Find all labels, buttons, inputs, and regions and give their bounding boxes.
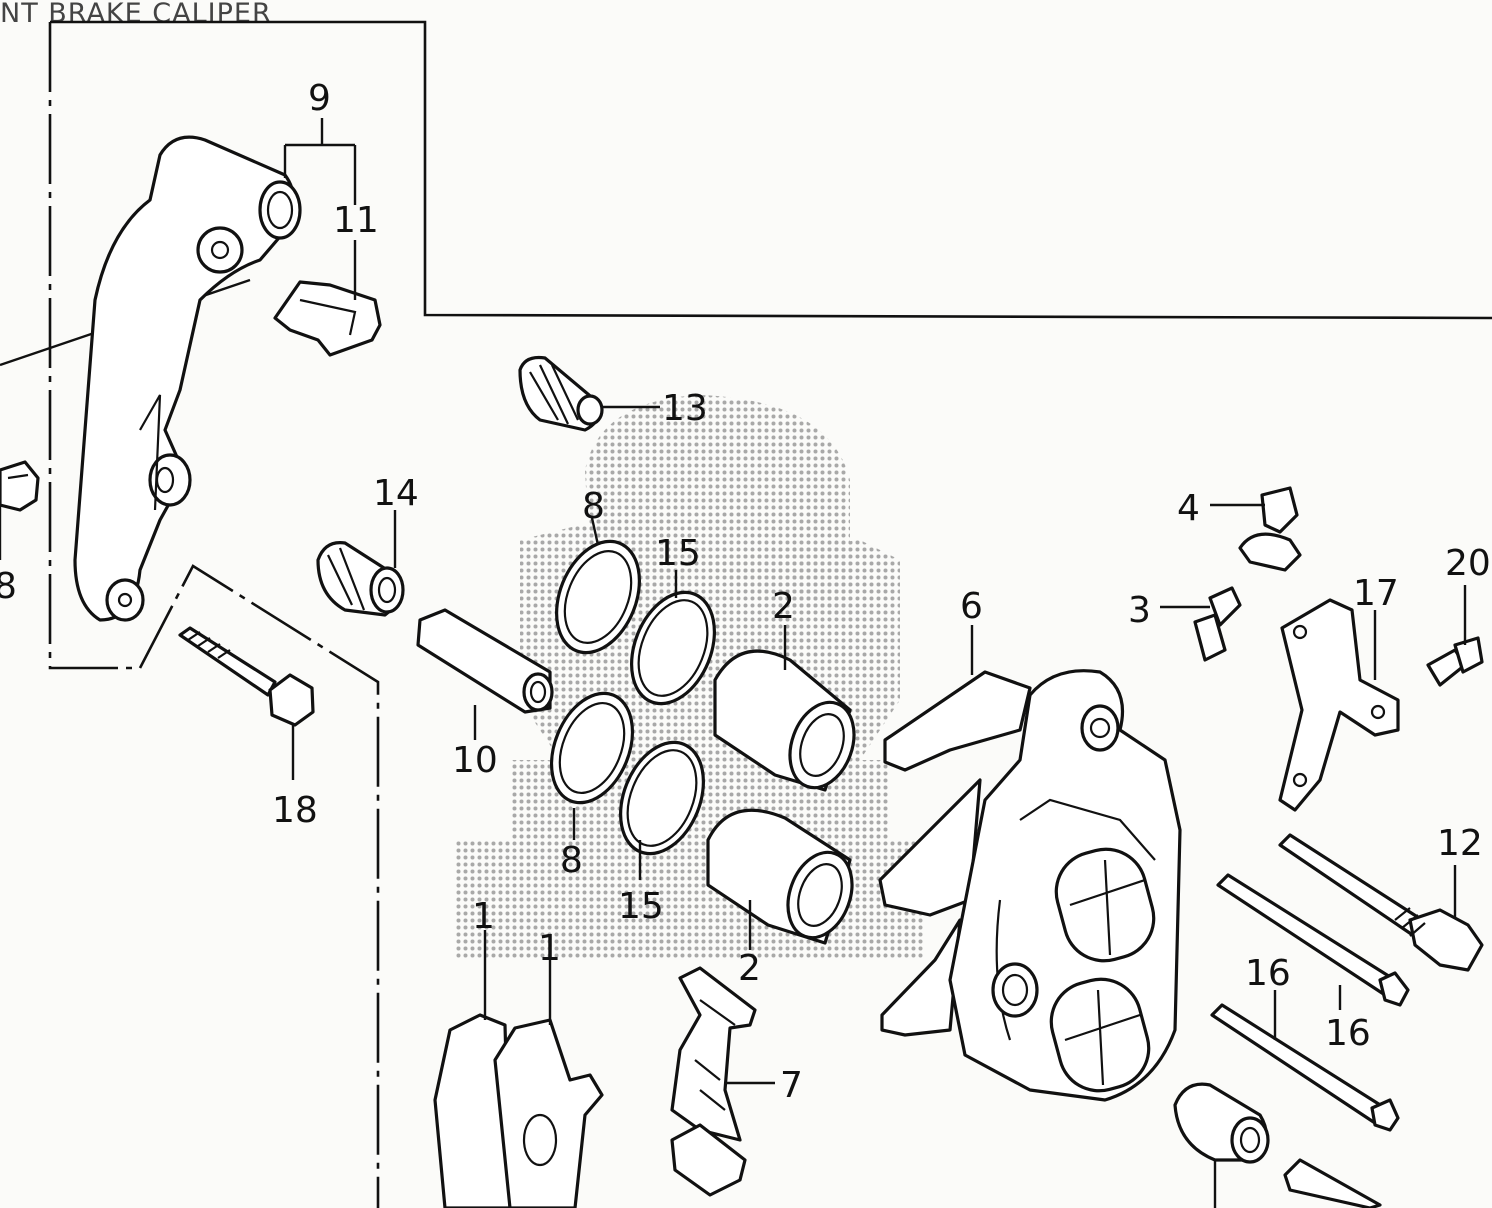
callout-20: 20 — [1445, 543, 1491, 584]
callout-14: 14 — [373, 473, 419, 514]
callout-8-edge: 8 — [0, 566, 17, 607]
brake-pads — [433, 1013, 604, 1208]
callout-2-lower: 2 — [738, 948, 761, 989]
leader-lines — [0, 118, 1467, 1208]
bracket-screw — [1426, 636, 1484, 687]
callout-12: 12 — [1437, 823, 1483, 864]
callout-13: 13 — [662, 388, 708, 429]
callout-2-upper: 2 — [772, 586, 795, 627]
callout-16-upper: 16 — [1245, 953, 1291, 994]
callout-numbers: 9 11 13 14 8 15 2 6 4 3 17 20 10 18 8 15… — [0, 78, 1491, 1106]
callout-17: 17 — [1353, 573, 1399, 614]
bleeder-cap — [1238, 486, 1302, 572]
callout-8-upper: 8 — [582, 486, 605, 527]
pin-boot-bottom — [1173, 1082, 1382, 1208]
pad-spring — [878, 670, 1032, 1037]
caliper-bolt — [178, 626, 315, 727]
callout-11: 11 — [333, 200, 379, 241]
caliper-body — [948, 669, 1182, 1102]
caliper-bracket — [73, 135, 302, 622]
bleeder-valve — [1193, 586, 1242, 662]
caliper-pistons — [706, 649, 856, 945]
pin-boot-upper — [518, 355, 604, 432]
pad-retainer-clip — [273, 280, 382, 357]
callout-9: 9 — [308, 78, 331, 119]
callout-3: 3 — [1128, 590, 1151, 631]
callout-16-lower: 16 — [1325, 1013, 1371, 1054]
pad-shim — [670, 966, 757, 1197]
callout-18: 18 — [272, 790, 318, 831]
callout-10: 10 — [452, 740, 498, 781]
callout-6: 6 — [960, 586, 983, 627]
callout-1-left: 1 — [472, 896, 495, 937]
hose-bracket — [1278, 598, 1400, 812]
callout-7: 7 — [780, 1065, 803, 1106]
pad-pins — [1210, 833, 1484, 1132]
callout-15-lower: 15 — [618, 886, 664, 927]
flange-bolt-left — [0, 460, 40, 512]
piston-seals — [549, 539, 716, 856]
callout-15-upper: 15 — [655, 533, 701, 574]
callout-1-right: 1 — [538, 928, 561, 969]
pin-boot-lower — [316, 541, 405, 617]
callout-4: 4 — [1177, 488, 1200, 529]
callout-8-lower: 8 — [560, 840, 583, 881]
caliper-pin — [416, 608, 554, 714]
diagram-title: NT BRAKE CALIPER — [0, 0, 272, 29]
